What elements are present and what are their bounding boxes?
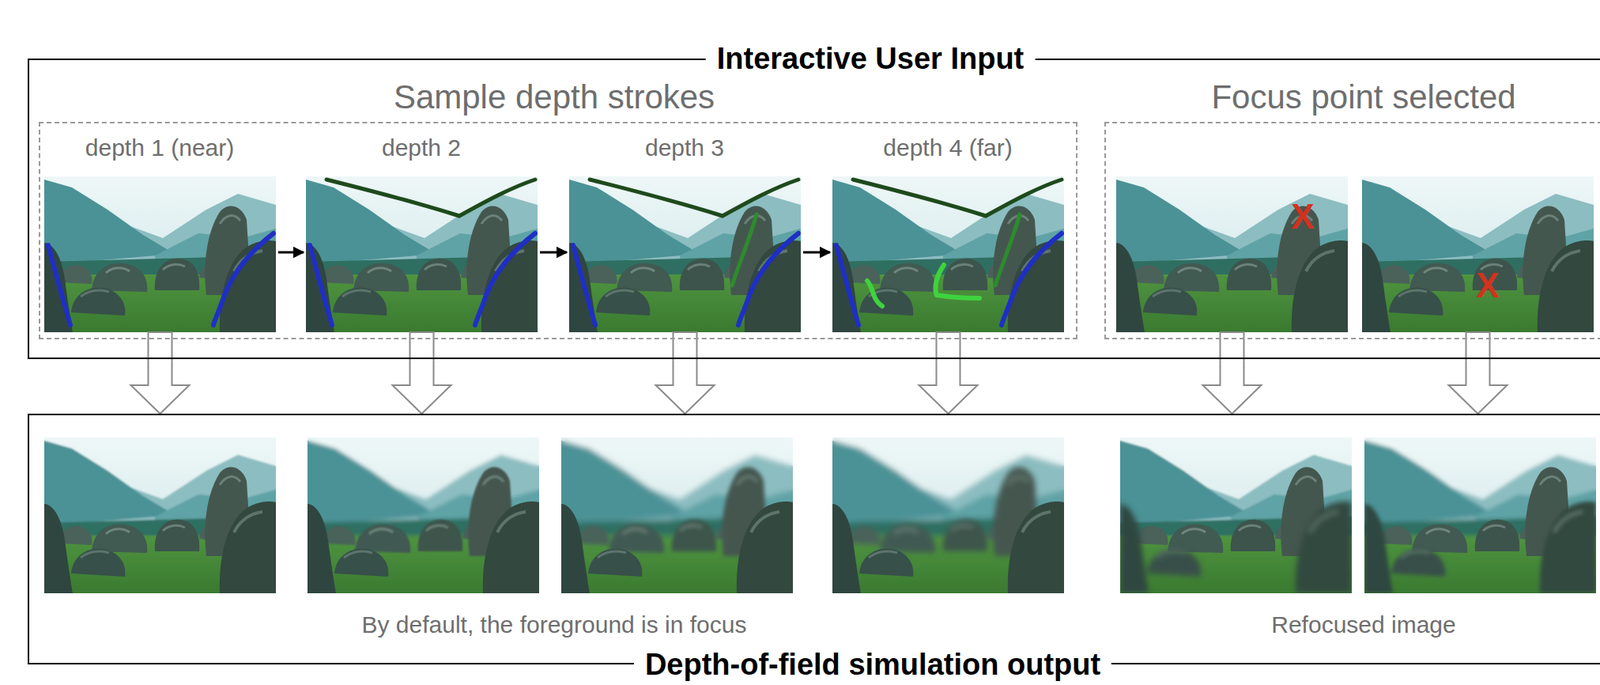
near-rocks bbox=[569, 240, 801, 333]
middle-rocks bbox=[846, 205, 1040, 295]
dashed-group-box: Sample depth strokesdepth 1 (near)depth … bbox=[38, 121, 1078, 340]
far-depth-stroke bbox=[589, 179, 799, 216]
focus-mark: X bbox=[1290, 199, 1314, 234]
near-rocks bbox=[1120, 501, 1352, 593]
depth-stroke bbox=[867, 264, 980, 306]
depth-stroke-panel: depth 2 bbox=[305, 176, 538, 333]
background-layer bbox=[1364, 437, 1597, 593]
hollow-down-arrow bbox=[919, 332, 978, 414]
background-layer bbox=[1120, 437, 1352, 593]
step-arrow bbox=[278, 251, 304, 254]
hollow-down-arrow bbox=[656, 332, 715, 414]
middle-rocks bbox=[1376, 205, 1570, 295]
mid-depth-stroke bbox=[732, 214, 757, 286]
landscape-photo bbox=[1362, 176, 1594, 333]
background-layer bbox=[44, 437, 276, 593]
background-layer bbox=[569, 176, 801, 333]
near-depth-stroke bbox=[48, 233, 274, 325]
background-layer bbox=[561, 437, 793, 593]
background-layer bbox=[561, 437, 793, 593]
caption: By default, the foreground is in focus bbox=[362, 612, 748, 637]
section-title: Depth-of-field simulation output bbox=[633, 647, 1112, 681]
caption: Refocused image bbox=[1271, 612, 1456, 637]
near-rocks bbox=[44, 501, 276, 593]
near-rocks bbox=[1362, 240, 1594, 333]
focus-point-panel: X bbox=[1116, 176, 1348, 333]
depth-label: depth 2 bbox=[381, 135, 461, 160]
depth-stroke-panel: depth 3 bbox=[569, 176, 801, 333]
background-layer bbox=[44, 437, 276, 593]
middle-rocks bbox=[58, 466, 252, 556]
group-heading: Focus point selected bbox=[1211, 80, 1516, 114]
far-depth-stroke bbox=[326, 179, 536, 216]
middle-rocks bbox=[58, 205, 252, 295]
background-layer bbox=[1362, 176, 1594, 333]
background-layer bbox=[1116, 176, 1348, 333]
background-layer bbox=[832, 437, 1065, 593]
section-frame: Interactive User InputSample depth strok… bbox=[27, 58, 1600, 359]
near-depth-stroke bbox=[836, 233, 1062, 325]
near-rocks bbox=[1116, 240, 1348, 333]
landscape-photo bbox=[1116, 176, 1348, 333]
section-title: Interactive User Input bbox=[705, 41, 1036, 76]
near-rocks bbox=[561, 501, 793, 593]
blurred-photo bbox=[832, 437, 1065, 593]
mid-depth-stroke bbox=[995, 214, 1020, 286]
landscape-photo bbox=[832, 176, 1065, 333]
background-layer bbox=[307, 437, 540, 593]
near-rocks bbox=[307, 501, 540, 593]
middle-rocks bbox=[320, 205, 514, 295]
landscape-photo bbox=[569, 176, 801, 333]
depth-label: depth 4 (far) bbox=[883, 135, 1012, 160]
middle-rocks bbox=[321, 466, 515, 556]
middle-rocks bbox=[1134, 466, 1328, 556]
background-layer bbox=[1120, 437, 1352, 593]
refocused-photo bbox=[1364, 437, 1597, 593]
hollow-down-arrow bbox=[1203, 332, 1262, 414]
near-rocks bbox=[832, 240, 1065, 333]
far-depth-stroke bbox=[852, 179, 1062, 216]
hollow-down-arrow bbox=[1449, 332, 1508, 414]
focus-mark: X bbox=[1475, 267, 1499, 303]
near-rocks bbox=[44, 240, 276, 333]
refocused-photo bbox=[1120, 437, 1352, 593]
depth-label: depth 3 bbox=[645, 135, 725, 160]
dashed-group-box: Focus point selectedXX bbox=[1104, 121, 1600, 340]
middle-rocks bbox=[583, 205, 777, 295]
hollow-down-arrow bbox=[131, 332, 190, 414]
focus-point-panel: X bbox=[1362, 176, 1594, 333]
middle-rocks bbox=[1378, 466, 1572, 556]
blurred-photo bbox=[561, 437, 793, 593]
middle-rocks bbox=[846, 466, 1040, 556]
landscape-photo bbox=[305, 176, 538, 333]
landscape-photo bbox=[44, 176, 276, 333]
background-layer bbox=[1364, 437, 1597, 593]
blurred-photo bbox=[44, 437, 276, 593]
hollow-down-arrow bbox=[392, 332, 452, 414]
depth-stroke-panel: depth 1 (near) bbox=[44, 176, 276, 333]
background-layer bbox=[307, 437, 540, 593]
background-layer bbox=[305, 176, 538, 333]
depth-stroke-panel: depth 4 (far) bbox=[832, 176, 1065, 333]
background-layer bbox=[832, 437, 1065, 593]
background-layer bbox=[832, 176, 1065, 333]
blurred-photo bbox=[307, 437, 540, 593]
step-arrow bbox=[803, 251, 831, 254]
depth-label: depth 1 (near) bbox=[85, 135, 234, 160]
near-depth-stroke bbox=[573, 233, 799, 325]
background-layer bbox=[44, 176, 276, 333]
near-depth-stroke bbox=[309, 233, 536, 325]
step-arrow bbox=[539, 251, 567, 254]
near-rocks bbox=[305, 240, 538, 333]
group-heading: Sample depth strokes bbox=[393, 80, 715, 114]
near-rocks bbox=[832, 501, 1065, 593]
near-rocks bbox=[1364, 501, 1597, 593]
middle-rocks bbox=[575, 466, 769, 556]
